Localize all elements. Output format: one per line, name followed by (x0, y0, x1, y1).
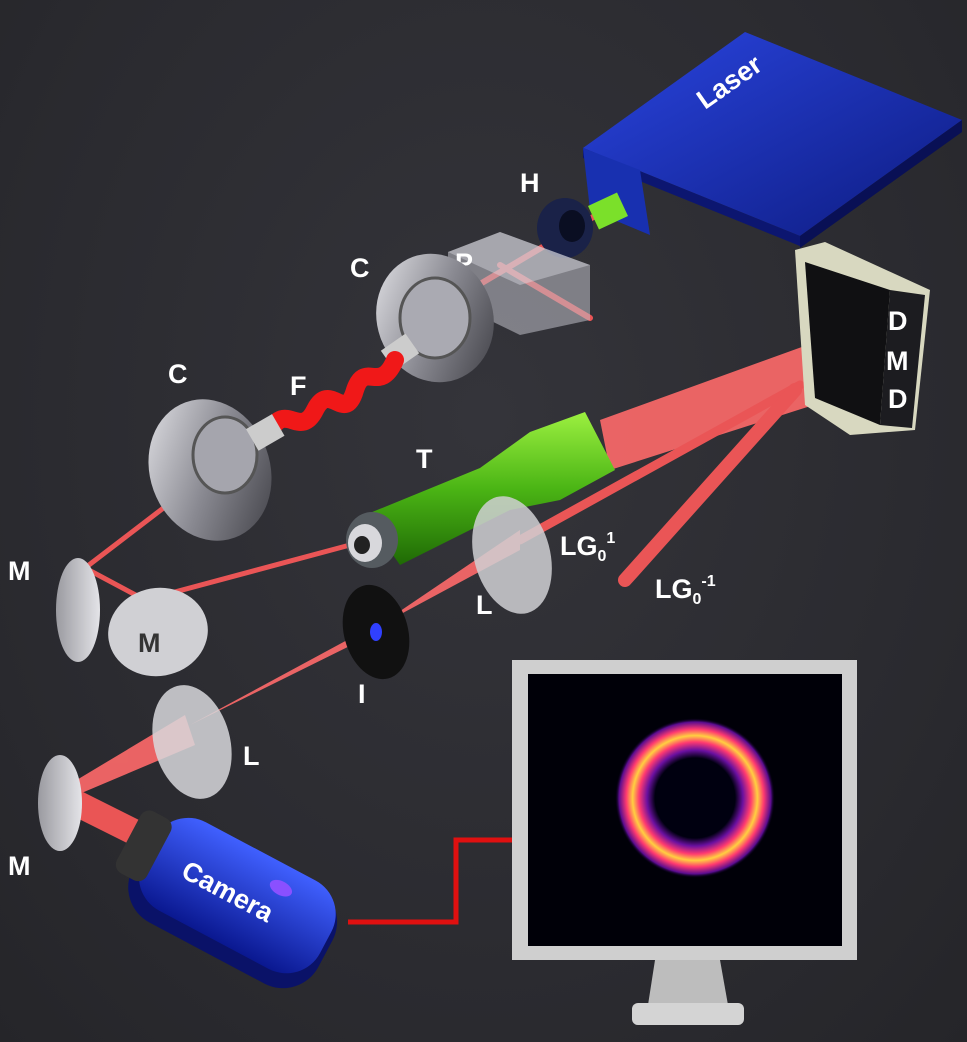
mirror-3: M (8, 755, 82, 881)
camera: Camera (115, 810, 338, 989)
laser-beams (57, 207, 845, 858)
dmd-label-d2: D (888, 384, 908, 414)
laser-aperture (588, 192, 628, 230)
coupler-top-label: C (350, 253, 370, 283)
iris: I (342, 584, 410, 709)
half-wave-plate: H (520, 168, 593, 258)
laser: Laser (583, 32, 962, 248)
telescope-label: T (416, 444, 433, 474)
half-wave-plate-label: H (520, 168, 540, 198)
lg-plus-label: LG01 (560, 530, 615, 565)
coupler-left-label: C (168, 359, 188, 389)
mirror-2-label: M (138, 628, 161, 658)
dmd: D M D (795, 242, 930, 435)
mirror-1: M (8, 556, 100, 662)
lens-2: L (152, 685, 260, 799)
mirror-2: M (108, 587, 208, 677)
lens-1-label: L (476, 590, 493, 620)
mirror-1-label: M (8, 556, 31, 586)
iris-label: I (358, 679, 366, 709)
lg-ring-image (615, 718, 775, 878)
camera-cable (348, 837, 520, 925)
monitor (512, 660, 857, 1025)
telescope: T (346, 412, 615, 568)
lg-minus-label: LG0-1 (655, 573, 716, 608)
lens-1: L (472, 496, 552, 620)
mirror-3-label: M (8, 851, 31, 881)
fiber-coupler-top: C (350, 253, 494, 383)
dmd-label-m: M (886, 346, 909, 376)
fiber-label: F (290, 371, 307, 401)
optical-fiber: F (261, 351, 404, 441)
dmd-label-d1: D (888, 306, 908, 336)
fiber-coupler-left: C (148, 359, 285, 541)
lens-2-label: L (243, 741, 260, 771)
